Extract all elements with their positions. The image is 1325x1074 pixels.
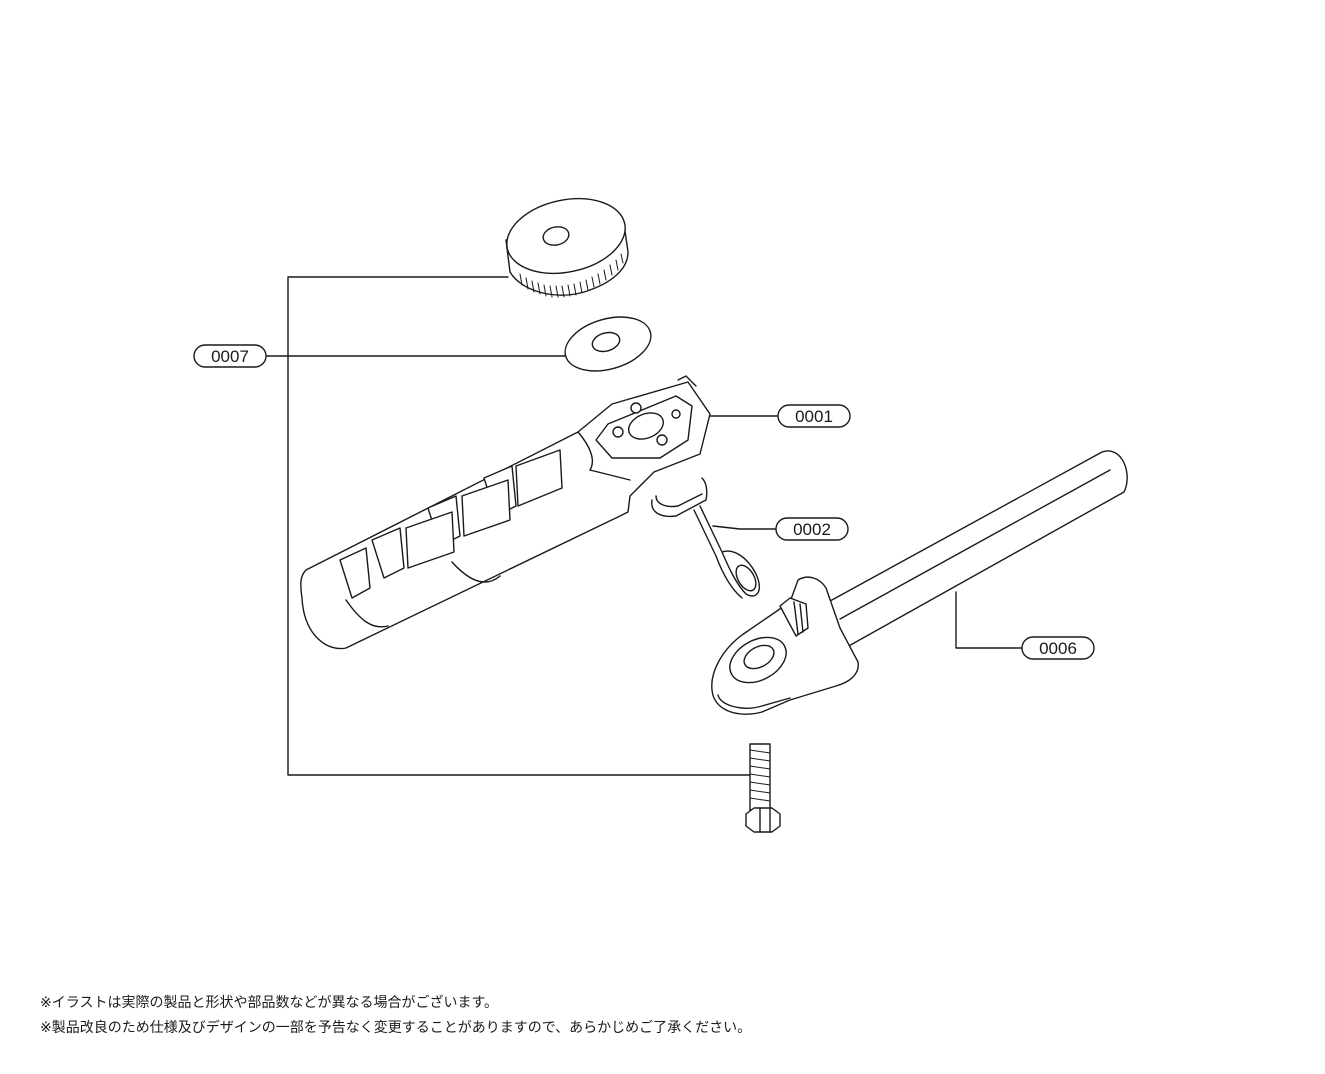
bolt-0007 bbox=[745, 743, 781, 833]
grip-handle-part-0001 bbox=[300, 375, 711, 650]
disclaimer-illustration-note: ※イラストは実際の製品と形状や部品数などが異なる場合がございます。 bbox=[40, 995, 499, 1011]
part-label-0002: 0002 bbox=[793, 520, 831, 539]
label-capsules bbox=[193, 344, 1095, 660]
leader-lines bbox=[265, 276, 1023, 776]
part-label-0007: 0007 bbox=[211, 347, 249, 366]
disclaimer-specification-note: ※製品改良のため仕様及びデザインの一部を予告なく変更することがありますので、あら… bbox=[40, 1020, 752, 1036]
tube-bracket-part-0006 bbox=[711, 450, 1128, 715]
wire-clip-part-0002 bbox=[651, 477, 760, 599]
washer-0007 bbox=[564, 316, 652, 372]
part-label-0006: 0006 bbox=[1039, 639, 1077, 658]
part-label-0001: 0001 bbox=[795, 407, 833, 426]
knurled-knob-0007 bbox=[505, 197, 629, 298]
